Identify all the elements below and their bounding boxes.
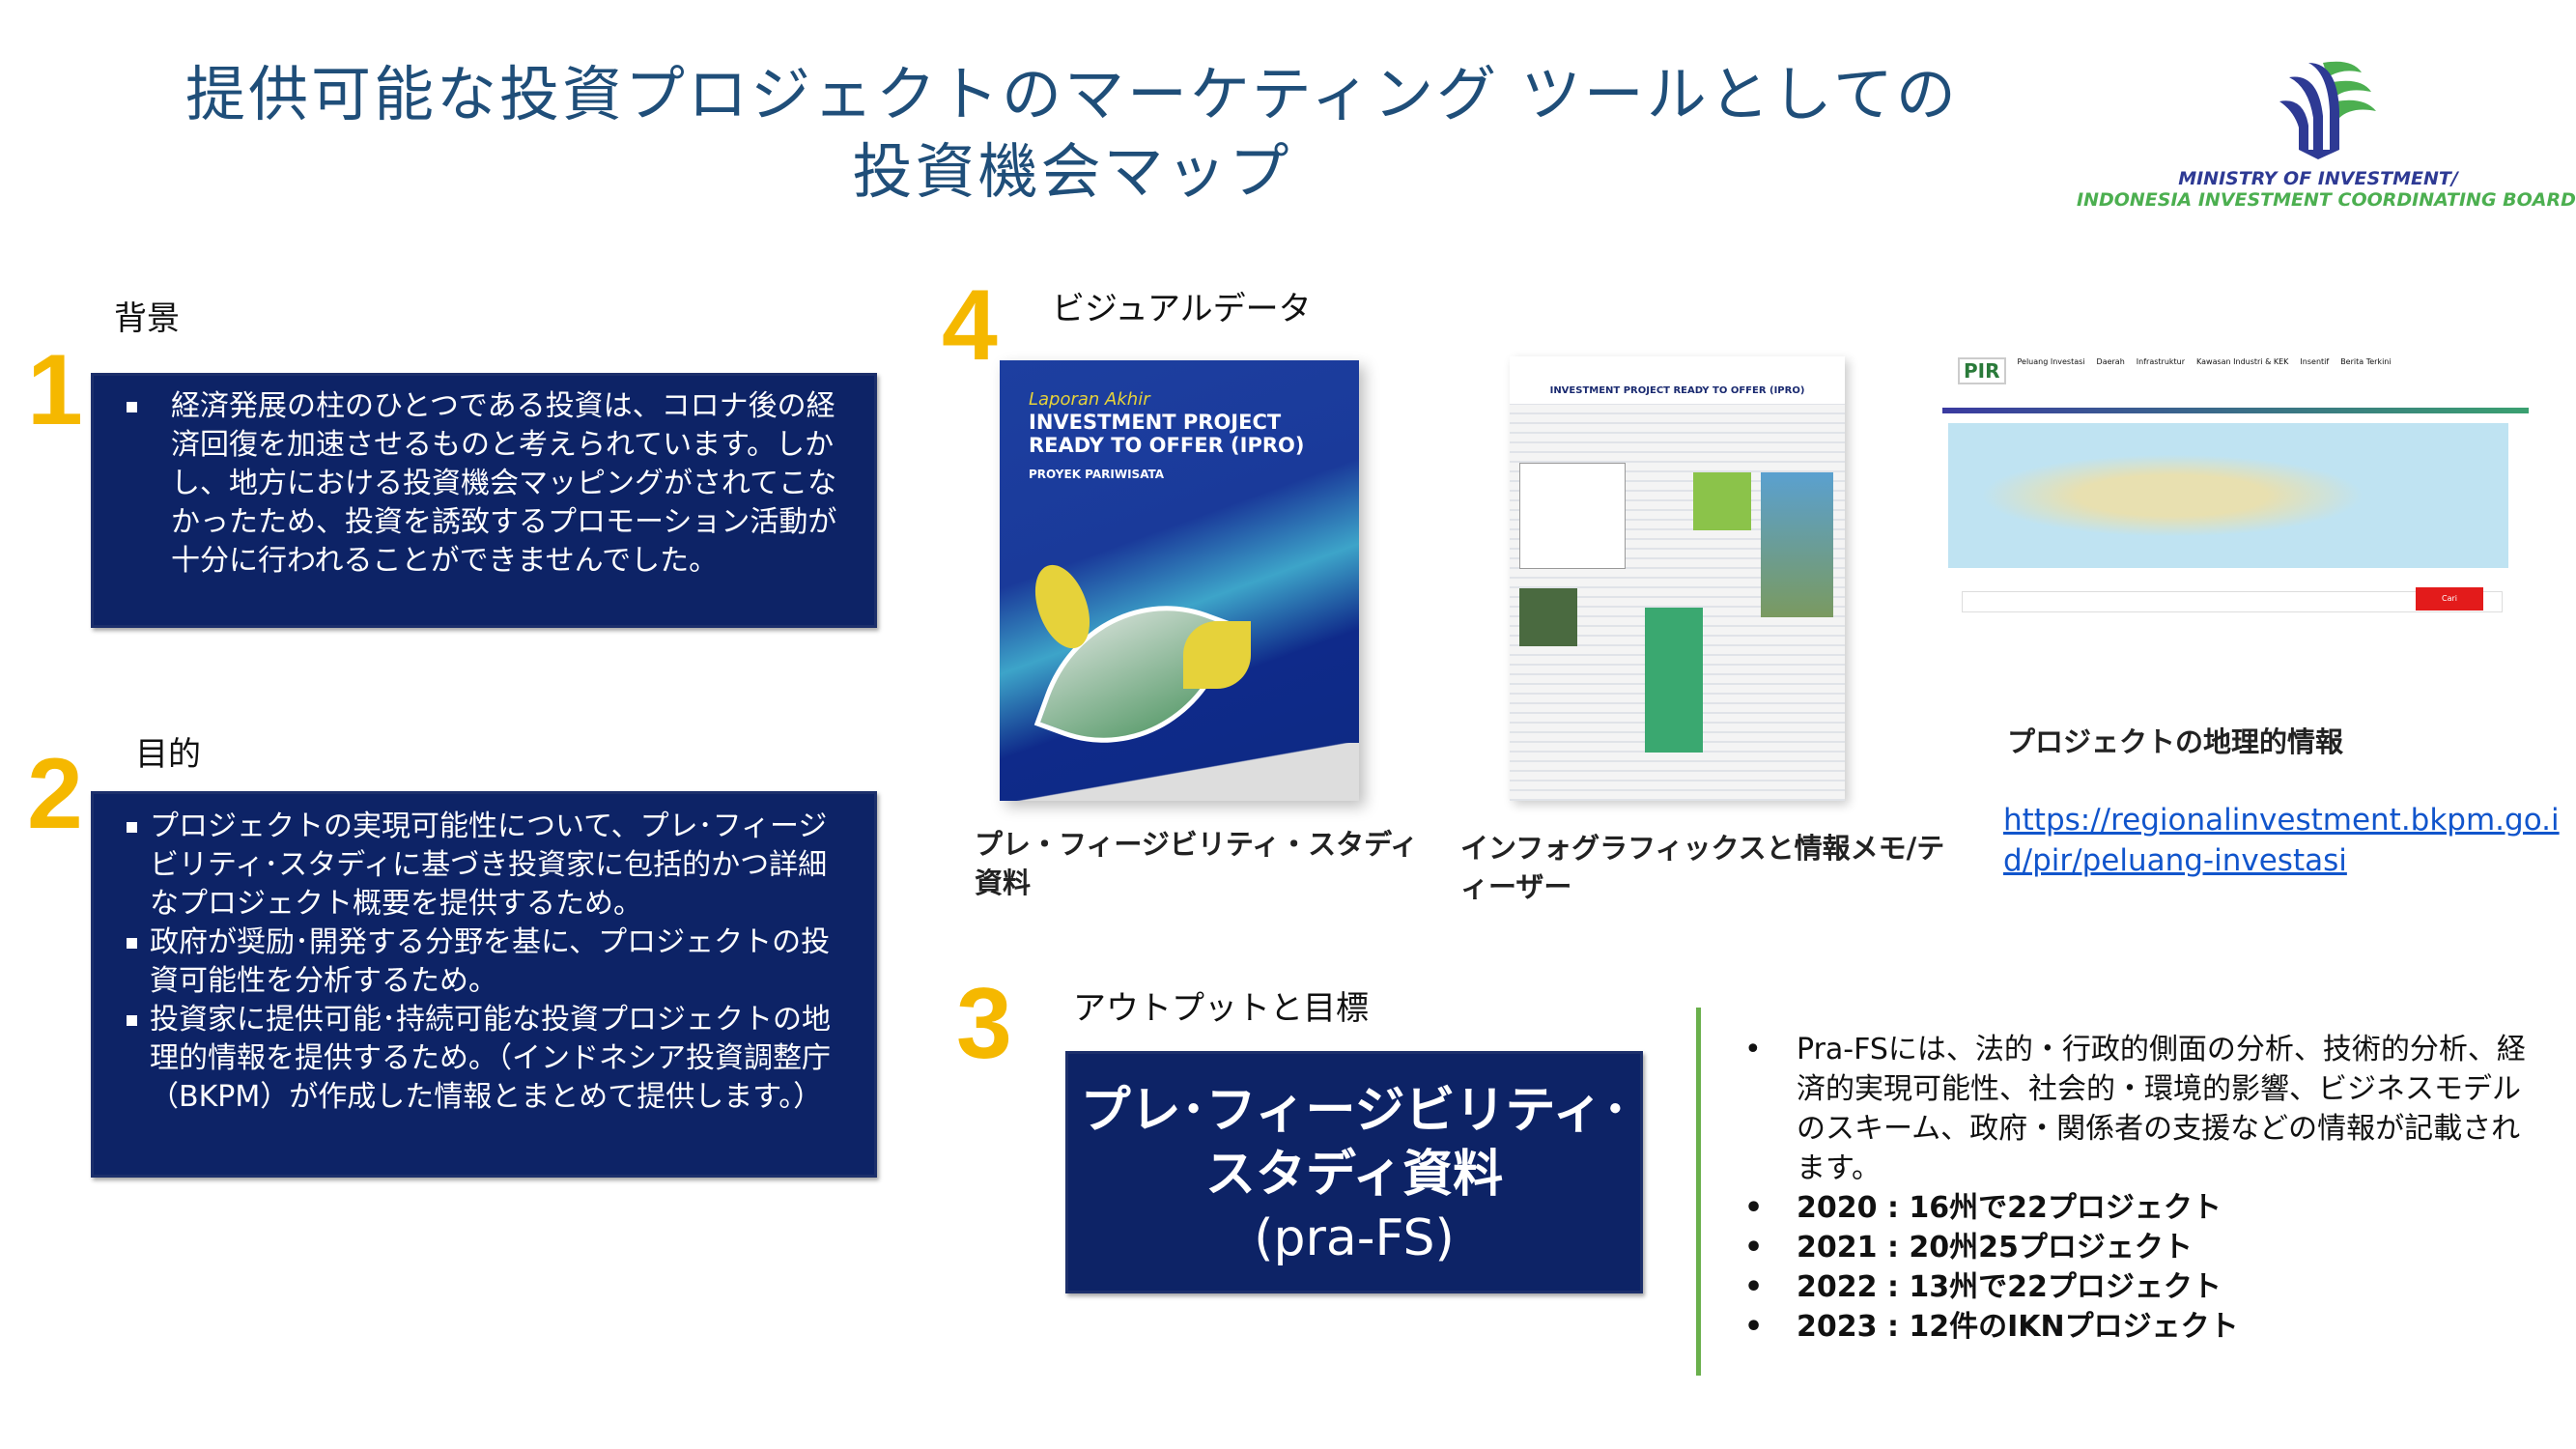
bullet-item: 2021 : 20州25プロジェクト	[1735, 1228, 2536, 1267]
bullet-item: 投資家に提供可能･持続可能な投資プロジェクトの地理的情報を提供するため。（インド…	[103, 1001, 849, 1117]
geo-info-label: プロジェクトの地理的情報	[2007, 725, 2344, 758]
bullet-item: 2020 : 16州で22プロジェクト	[1735, 1188, 2536, 1228]
bullet-item: 政府が奨励･開発する分野を基に、プロジェクトの投資可能性を分析するため。	[103, 923, 849, 1001]
bullet-item: 2022 : 13州で22プロジェクト	[1735, 1267, 2536, 1307]
tree-logo-icon	[2279, 61, 2376, 159]
indonesia-map	[1948, 423, 2508, 568]
ministry-logo: MINISTRY OF INVESTMENT/ INDONESIA INVEST…	[2077, 58, 2576, 211]
prafs-box: プレ･フィージビリティ･ スタディ資料 (pra-FS)	[1065, 1051, 1643, 1293]
section-heading-output: アウトプットと目標	[1073, 989, 1369, 1028]
divider-line	[1696, 1008, 1701, 1376]
page-title: 提供可能な投資プロジェクトのマーケティング ツールとしての 投資機会マップ	[185, 59, 1959, 207]
section-heading-purpose: 目的	[135, 735, 201, 774]
background-box: 経済発展の柱のひとつである投資は、コロナ後の経済回復を加速させるものと考えられて…	[91, 373, 877, 628]
section-heading-visual-data: ビジュアルデータ	[1052, 290, 1312, 328]
bullet-item: 経済発展の柱のひとつである投資は、コロナ後の経済回復を加速させるものと考えられて…	[103, 387, 851, 581]
section-number-2: 2	[27, 738, 83, 850]
output-list: Pra-FSには、法的・行政的側面の分析、技術的分析、経済的実現可能性、社会的・…	[1735, 1030, 2536, 1347]
section-heading-background: 背景	[114, 299, 180, 338]
caption-prafs: プレ・フィージビリティ・スタディ資料	[975, 828, 1419, 899]
bullet-item: 2023 : 12件のIKNプロジェクト	[1735, 1307, 2536, 1347]
bullet-item: プロジェクトの実現可能性について、プレ･フィージビリティ･スタディに基づき投資家…	[103, 808, 849, 923]
section-number-4: 4	[942, 270, 998, 382]
infographic-teaser-image: INVESTMENT PROJECT READY TO OFFER (IPRO)	[1510, 356, 1845, 801]
pir-link[interactable]: https://regionalinvestment.bkpm.go.id/pi…	[2003, 803, 2560, 878]
bullet-item: Pra-FSには、法的・行政的側面の分析、技術的分析、経済的実現可能性、社会的・…	[1735, 1030, 2536, 1188]
prafs-cover-image: Laporan Akhir INVESTMENT PROJECT READY T…	[1000, 360, 1359, 801]
section-number-1: 1	[27, 334, 83, 446]
purpose-box: プロジェクトの実現可能性について、プレ･フィージビリティ･スタディに基づき投資家…	[91, 791, 877, 1178]
section-number-3: 3	[956, 968, 1012, 1080]
caption-infographic: インフォグラフィックスと情報メモ/ティーザー	[1460, 832, 1945, 903]
